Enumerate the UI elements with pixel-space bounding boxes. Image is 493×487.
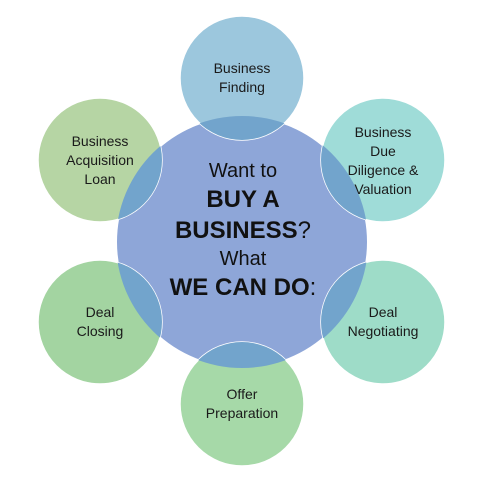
center-question-mark: ?: [297, 217, 312, 244]
center-headline: Want to BUY A BUSINESS? What WE CAN DO:: [118, 158, 368, 318]
center-line-we-can-do: WE CAN DO:: [118, 272, 368, 303]
center-we-can-do-words: WE CAN DO: [169, 274, 310, 301]
center-colon: :: [309, 274, 317, 301]
center-line-what: What: [219, 248, 267, 270]
center-business-word: BUSINESS: [174, 217, 298, 244]
center-line-business: BUSINESS?: [118, 215, 368, 246]
center-line-buy-a: BUY A: [206, 186, 280, 213]
center-line-want-to: Want to: [208, 160, 278, 182]
